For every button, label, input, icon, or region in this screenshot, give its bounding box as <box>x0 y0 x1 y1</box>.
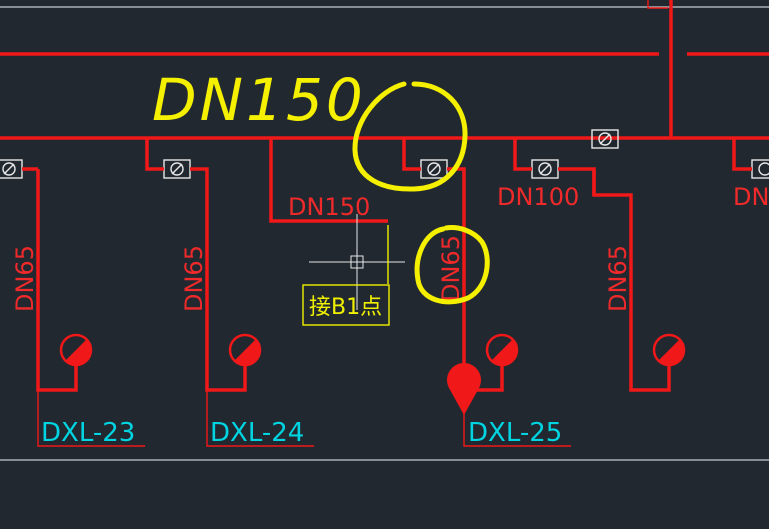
valve-main-pipe <box>591 129 619 149</box>
tag-leaders <box>37 390 571 447</box>
hydrant-dn100 <box>652 333 686 367</box>
handwritten-circle-dn65 <box>414 225 490 305</box>
station-tag: DXL-23 <box>41 418 135 448</box>
pipe-end-symbol <box>447 363 481 415</box>
handwritten-dn150-label: DN150 <box>152 66 366 134</box>
valve-dn100 <box>531 159 559 179</box>
hydrant-dxl-23 <box>59 333 93 367</box>
valve-25 <box>420 159 448 179</box>
valve-left-edge <box>0 159 23 179</box>
riser-size-label: DN65 <box>437 235 465 302</box>
cad-crosshair-cursor <box>309 214 405 310</box>
branch-dn100 <box>513 138 671 392</box>
connect-b1-label: 接B1点 <box>309 295 382 320</box>
valve-right-edge <box>751 159 769 179</box>
riser-size-label: DN65 <box>180 245 208 312</box>
branch-dn150-b1 <box>269 138 388 223</box>
branch-dxl-23 <box>22 167 78 392</box>
upper-main-pipe <box>0 0 769 138</box>
hydrant-dxl-25 <box>485 333 519 367</box>
handwritten-circle-main <box>352 81 468 192</box>
pipe-size-label: DN <box>733 183 769 211</box>
branch-right-edge <box>732 138 752 171</box>
riser-size-label: DN65 <box>604 245 632 312</box>
hydrant-dxl-24 <box>228 333 262 367</box>
riser-size-label: DN65 <box>11 245 39 312</box>
pipe-size-label: DN150 <box>288 193 370 221</box>
valve-24 <box>163 159 191 179</box>
pipe-size-label: DN100 <box>497 183 579 211</box>
station-tag: DXL-24 <box>210 418 304 448</box>
connect-b1-callout: 接B1点 <box>302 225 390 326</box>
station-tag: DXL-25 <box>468 418 562 448</box>
